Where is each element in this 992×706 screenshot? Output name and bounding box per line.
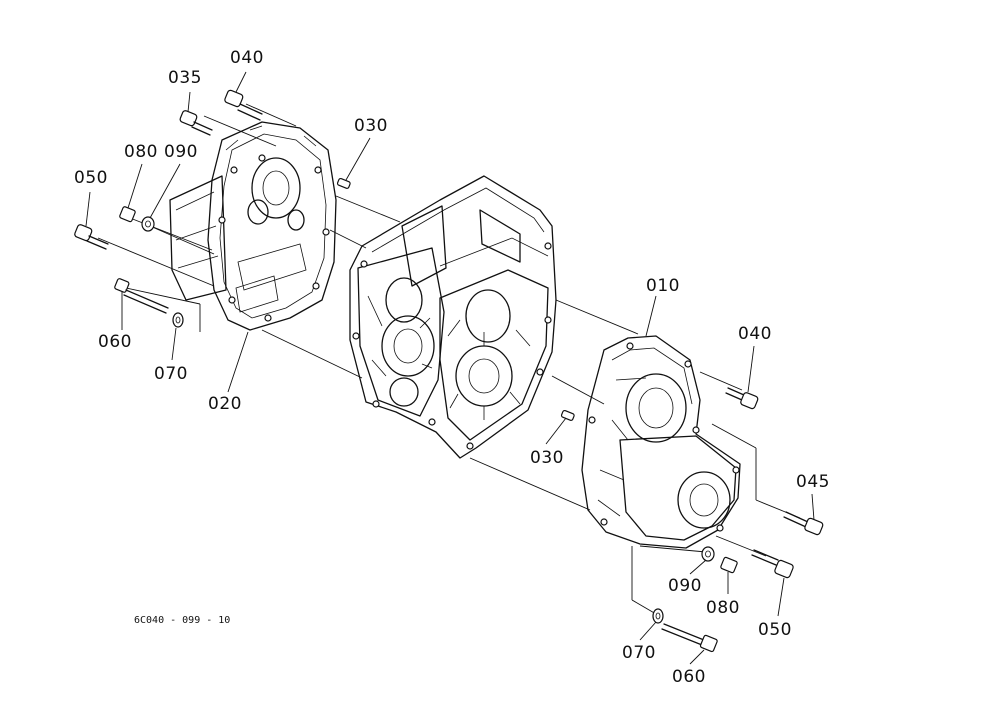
bolt-050-left[interactable] <box>74 224 109 250</box>
label-035[interactable]: 035 <box>168 68 202 88</box>
label-050-left[interactable]: 050 <box>74 168 108 188</box>
front-cover-020[interactable] <box>169 121 337 331</box>
drawing-reference-number: 6C040 - 099 - 10 <box>134 615 231 626</box>
dowel-pin-030-mid[interactable] <box>560 409 575 421</box>
washer-070-right[interactable] <box>652 608 664 624</box>
bolt-040-right[interactable] <box>725 387 759 410</box>
label-070-right[interactable]: 070 <box>622 643 656 663</box>
label-030-mid[interactable]: 030 <box>530 448 564 468</box>
label-070-left[interactable]: 070 <box>154 364 188 384</box>
washer-090-left[interactable] <box>141 216 155 232</box>
label-030-top[interactable]: 030 <box>354 116 388 136</box>
label-060-left[interactable]: 060 <box>98 332 132 352</box>
label-020[interactable]: 020 <box>208 394 242 414</box>
dowel-pin-030-top[interactable] <box>336 177 351 189</box>
transmission-case[interactable] <box>349 175 557 459</box>
label-090-right[interactable]: 090 <box>668 576 702 596</box>
bolt-040-top[interactable] <box>224 89 263 121</box>
bolt-050-right[interactable] <box>751 549 794 579</box>
label-010[interactable]: 010 <box>646 276 680 296</box>
leader-lines <box>85 71 815 665</box>
label-040-right[interactable]: 040 <box>738 324 772 344</box>
label-080-left[interactable]: 080 <box>124 142 158 162</box>
bolt-035[interactable] <box>179 110 213 136</box>
plug-080-right[interactable] <box>720 556 738 574</box>
label-090-left[interactable]: 090 <box>164 142 198 162</box>
washer-090-right[interactable] <box>701 546 715 562</box>
label-080-right[interactable]: 080 <box>706 598 740 618</box>
label-050-right[interactable]: 050 <box>758 620 792 640</box>
label-045[interactable]: 045 <box>796 472 830 492</box>
label-060-right[interactable]: 060 <box>672 667 706 687</box>
plug-080-left[interactable] <box>119 206 136 223</box>
bolt-060-right[interactable] <box>661 623 718 653</box>
assembly-lines <box>97 103 801 615</box>
label-040-top[interactable]: 040 <box>230 48 264 68</box>
bolt-060-left[interactable] <box>114 278 169 314</box>
washer-070-left[interactable] <box>172 312 184 328</box>
rear-case-010[interactable] <box>581 335 741 549</box>
bolt-045[interactable] <box>783 511 824 536</box>
